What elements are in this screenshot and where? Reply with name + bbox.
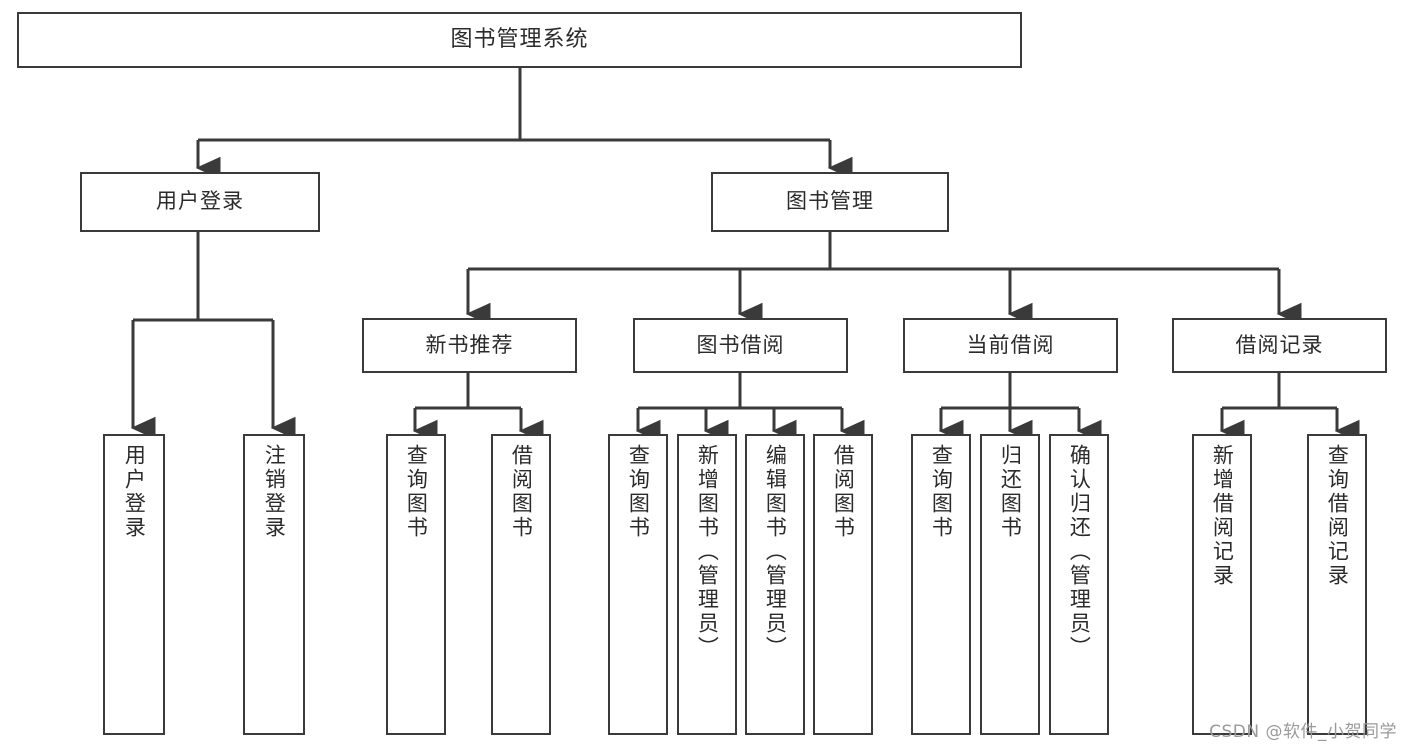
leaf-book-borrow-add-book-admin[interactable]: 新增图书（管理员） <box>677 434 737 735</box>
node-borrow-record[interactable]: 借阅记录 <box>1172 318 1387 373</box>
node-label: 编辑图书（管理员） <box>763 444 788 660</box>
leaf-user-login-login[interactable]: 用户登录 <box>103 434 165 735</box>
node-current-borrow[interactable]: 当前借阅 <box>903 318 1118 373</box>
leaf-borrow-record-query-record[interactable]: 查询借阅记录 <box>1307 434 1367 735</box>
node-book-management[interactable]: 图书管理 <box>711 172 949 232</box>
node-label: 确认归还（管理员） <box>1067 444 1092 660</box>
node-label: 当前借阅 <box>966 332 1055 357</box>
node-label: 新书推荐 <box>425 332 514 357</box>
node-label: 用户登录 <box>122 444 147 540</box>
node-root-book-management-system[interactable]: 图书管理系统 <box>17 12 1022 68</box>
node-new-book-recommend[interactable]: 新书推荐 <box>362 318 577 373</box>
leaf-book-borrow-edit-book-admin[interactable]: 编辑图书（管理员） <box>745 434 805 735</box>
node-label: 查询图书 <box>626 444 651 540</box>
node-label: 注销登录 <box>262 444 287 540</box>
node-label: 查询图书 <box>929 444 954 540</box>
leaf-new-book-borrow-book[interactable]: 借阅图书 <box>491 434 551 735</box>
leaf-current-borrow-query-book[interactable]: 查询图书 <box>911 434 971 735</box>
node-label: 查询借阅记录 <box>1325 444 1350 588</box>
leaf-current-borrow-return-book[interactable]: 归还图书 <box>980 434 1040 735</box>
leaf-borrow-record-add-record[interactable]: 新增借阅记录 <box>1192 434 1252 735</box>
node-label: 查询图书 <box>404 444 429 540</box>
node-label: 图书管理系统 <box>450 26 589 52</box>
node-label: 用户登录 <box>156 189 244 214</box>
node-label: 图书管理 <box>786 189 874 214</box>
node-label: 图书借阅 <box>696 332 785 357</box>
csdn-watermark: CSDN @软件_小贺同学 <box>1209 722 1397 742</box>
node-label: 借阅记录 <box>1235 332 1324 357</box>
leaf-new-book-query-book[interactable]: 查询图书 <box>386 434 446 735</box>
node-book-borrow[interactable]: 图书借阅 <box>633 318 848 373</box>
node-label: 新增图书（管理员） <box>695 444 720 660</box>
leaf-book-borrow-borrow-book[interactable]: 借阅图书 <box>813 434 873 735</box>
leaf-book-borrow-query-book[interactable]: 查询图书 <box>608 434 668 735</box>
node-label: 借阅图书 <box>509 444 534 540</box>
leaf-user-login-logout[interactable]: 注销登录 <box>243 434 305 735</box>
node-label: 归还图书 <box>998 444 1023 540</box>
node-label: 借阅图书 <box>831 444 856 540</box>
node-user-login[interactable]: 用户登录 <box>80 172 320 232</box>
leaf-current-borrow-confirm-return-admin[interactable]: 确认归还（管理员） <box>1049 434 1109 735</box>
node-label: 新增借阅记录 <box>1210 444 1235 588</box>
